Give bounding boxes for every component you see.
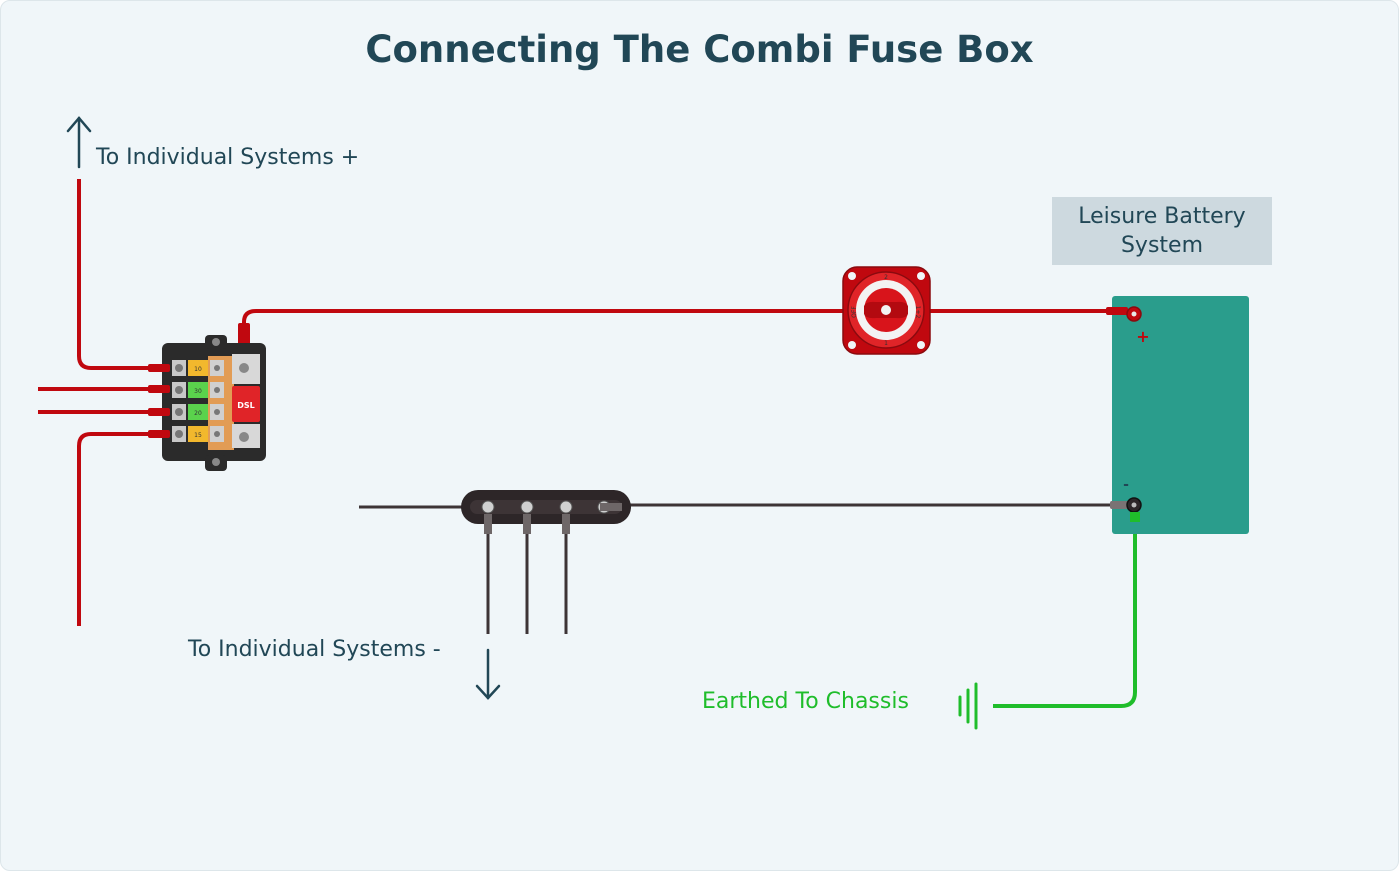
negative-wires [359, 503, 1120, 634]
combi-fuse-box: 10 30 20 15 [148, 335, 266, 471]
svg-text:1: 1 [884, 340, 888, 347]
main-wire-terminal [238, 323, 250, 347]
positive-terminal-lug [1106, 307, 1128, 315]
svg-text:30: 30 [194, 388, 202, 395]
negative-symbol: - [1123, 477, 1129, 493]
negative-terminal-lug [1110, 501, 1132, 509]
earth-wire [993, 520, 1137, 708]
negative-busbar [461, 490, 631, 534]
positive-wires [38, 179, 1112, 626]
arrow-up-icon [66, 116, 92, 169]
battery-isolator-switch: OFF 1 2 1+2 [842, 266, 931, 355]
main-fuse [232, 386, 260, 422]
to-systems-positive-label: To Individual Systems + [96, 145, 360, 170]
positive-symbol: + [1136, 327, 1149, 346]
main-fuse-label: DSL [237, 401, 255, 410]
svg-text:10: 10 [194, 366, 202, 373]
positive-wire-down [77, 432, 152, 626]
leisure-battery: + - [1106, 296, 1249, 534]
svg-text:2: 2 [884, 274, 888, 281]
busbar-stud-1 [481, 500, 495, 514]
battery-label: Leisure Battery System [1052, 197, 1272, 265]
earthed-to-chassis-label: Earthed To Chassis [702, 689, 909, 714]
positive-wire-up [77, 179, 152, 370]
svg-text:20: 20 [194, 410, 202, 417]
ground-icon [958, 682, 978, 730]
to-systems-negative-label: To Individual Systems - [188, 637, 441, 662]
busbar-stud-2 [520, 500, 534, 514]
main-positive-wire [242, 309, 848, 330]
arrow-down-icon [475, 648, 501, 700]
battery-label-line2: System [1120, 233, 1204, 258]
svg-text:1+2: 1+2 [914, 306, 921, 319]
busbar-stud-3 [559, 500, 573, 514]
page-title: Connecting The Combi Fuse Box [365, 28, 1034, 71]
svg-text:OFF: OFF [851, 306, 858, 318]
battery-label-line1: Leisure Battery [1078, 204, 1246, 229]
svg-text:15: 15 [194, 432, 202, 439]
